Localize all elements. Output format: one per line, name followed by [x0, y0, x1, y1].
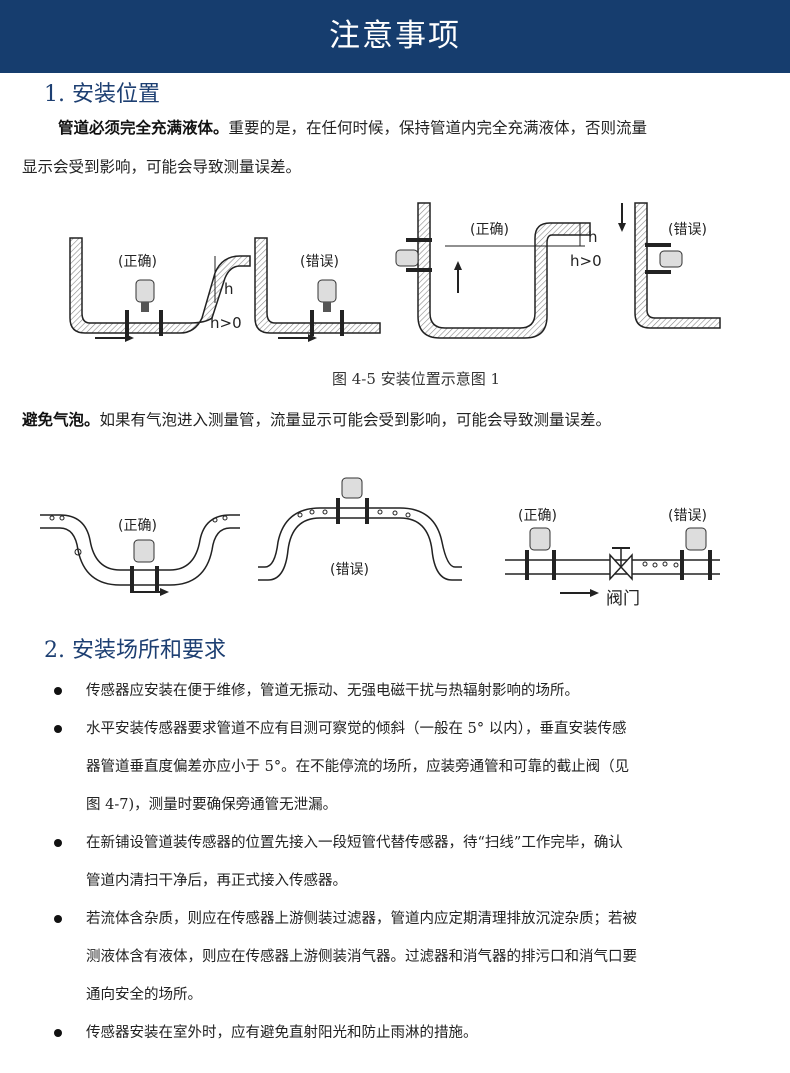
bullet-2-line-1: 水平安装传感器要求管道不应有目测可察觉的倾斜（一般在 5° 以内），垂直安装传感	[86, 721, 627, 737]
full-pipe-text: 重要的是，在任何时候，保持管道内完全充满液体，否则流量	[228, 119, 648, 137]
diagram-vertical-correct: (正确) h h>0	[395, 202, 602, 339]
figure-installation-position: (正确) h h>0 (错误) (正确) h h>0 (错误)	[69, 202, 721, 342]
figure-caption: 图 4-5 安装位置示意图 1	[332, 370, 501, 388]
diagram-l-pipe-wrong: (错误)	[254, 237, 381, 342]
bullet-dot	[54, 725, 62, 733]
section1-heading: 1. 安装位置	[44, 82, 160, 107]
label-wrong-h: (错误)	[668, 508, 707, 524]
bullet-dot	[54, 1029, 62, 1037]
label-correct-e: (正确)	[118, 518, 157, 534]
label-wrong-d: (错误)	[668, 222, 707, 238]
label-wrong-f: (错误)	[330, 562, 369, 578]
label-correct-g: (正确)	[518, 508, 557, 524]
bullet-4-line-2: 测液体含有液体，则应在传感器上游侧装消气器。过滤器和消气器的排污口和消气口要	[86, 949, 637, 965]
full-pipe-emphasis: 管道必须完全充满液体。	[58, 118, 229, 137]
diagram-valve-pipe: (正确) 阀门 (错误)	[505, 508, 720, 609]
label-valve: 阀门	[606, 589, 640, 609]
bullet-item-4: 若流体含杂质，则应在传感器上游侧装过滤器，管道内应定期清理排放沉淀杂质；若被 测…	[86, 900, 726, 1014]
bullet-2-line-3: 图 4-7)，测量时要确保旁通管无泄漏。	[86, 797, 338, 813]
bullet-dot	[54, 687, 62, 695]
bullet-item-1: 传感器应安装在便于维修，管道无振动、无强电磁干扰与热辐射影响的场所。	[86, 672, 726, 710]
label-wrong-b: (错误)	[300, 254, 339, 270]
diagram-vertical-wrong: (错误)	[618, 202, 721, 329]
paragraph-full-pipe-line2: 显示会受到影响，可能会导致测量误差。	[22, 158, 302, 176]
paragraph-avoid-bubbles: 避免气泡。如果有气泡进入测量管，流量显示可能会受到影响，可能会导致测量误差。	[22, 400, 782, 440]
bullet-item-2: 水平安装传感器要求管道不应有目测可察觉的倾斜（一般在 5° 以内），垂直安装传感…	[86, 710, 726, 824]
label-hgt0-c: h>0	[570, 252, 602, 270]
bullet-2-line-2: 器管道垂直度偏差亦应小于 5°。在不能停流的场所，应装旁通管和可靠的截止阀（见	[86, 759, 630, 775]
label-correct-a: (正确)	[118, 254, 157, 270]
diagram-hump-pipe-wrong: (错误)	[258, 477, 462, 581]
header-banner	[0, 0, 790, 73]
page-title: 注意事项	[329, 18, 461, 54]
diagram-sag-pipe-correct: (正确)	[40, 514, 240, 596]
bullet-1-line-1: 传感器应安装在便于维修，管道无振动、无强电磁干扰与热辐射影响的场所。	[86, 683, 579, 699]
label-h-a: h	[224, 280, 234, 298]
figure-air-bubbles: (正确) (错误) (正确) 阀门 (错误)	[40, 477, 720, 609]
bullet-4-line-3: 通向安全的场所。	[86, 987, 202, 1003]
avoid-bubbles-emphasis: 避免气泡。	[22, 410, 100, 429]
bullet-dot	[54, 839, 62, 847]
section2-heading: 2. 安装场所和要求	[44, 638, 226, 663]
bullet-item-5: 传感器安装在室外时，应有避免直射阳光和防止雨淋的措施。	[86, 1014, 726, 1052]
diagram-u-pipe-correct: (正确) h h>0	[69, 237, 251, 342]
bullet-4-line-1: 若流体含杂质，则应在传感器上游侧装过滤器，管道内应定期清理排放沉淀杂质；若被	[86, 911, 637, 927]
bullet-3-line-1: 在新铺设管道装传感器的位置先接入一段短管代替传感器，待“扫线”工作完毕，确认	[86, 835, 623, 851]
label-h-c: h	[588, 228, 598, 246]
avoid-bubbles-text: 如果有气泡进入测量管，流量显示可能会受到影响，可能会导致测量误差。	[99, 411, 612, 429]
paragraph-full-pipe-line1: 管道必须完全充满液体。重要的是，在任何时候，保持管道内完全充满液体，否则流量	[58, 108, 778, 148]
label-hgt0-a: h>0	[210, 314, 242, 332]
label-correct-c: (正确)	[470, 222, 509, 238]
bullet-5-line-1: 传感器安装在室外时，应有避免直射阳光和防止雨淋的措施。	[86, 1025, 478, 1041]
bullet-item-3: 在新铺设管道装传感器的位置先接入一段短管代替传感器，待“扫线”工作完毕，确认 管…	[86, 824, 726, 900]
bullet-dot	[54, 915, 62, 923]
bullet-3-line-2: 管道内清扫干净后，再正式接入传感器。	[86, 873, 347, 889]
